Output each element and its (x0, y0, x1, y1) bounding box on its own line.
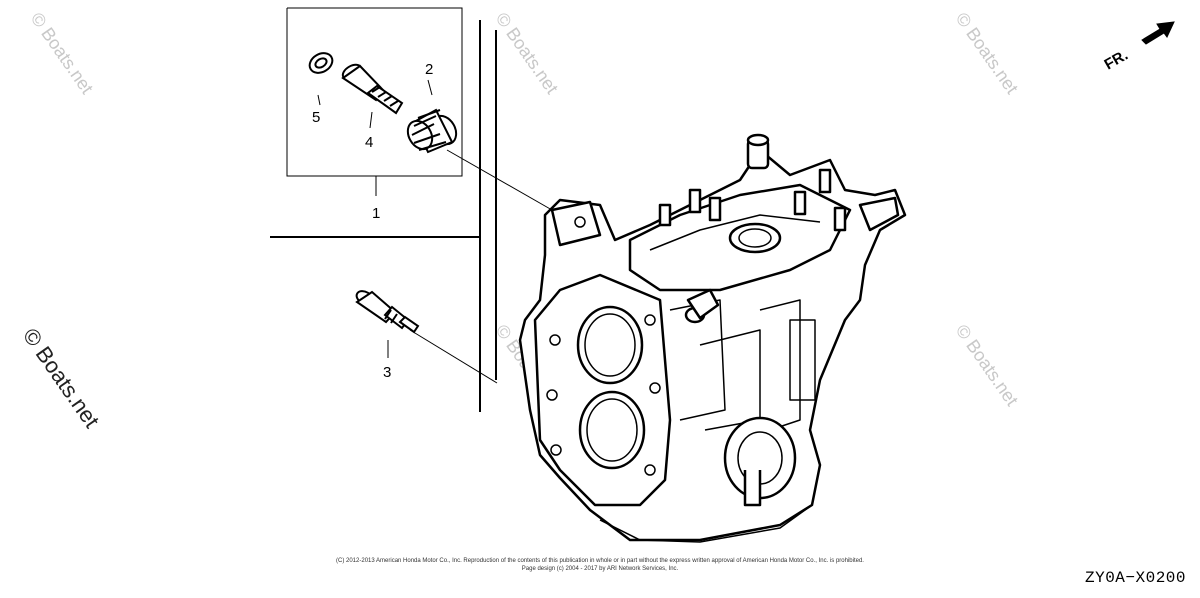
copyright-line-1: (C) 2012-2013 American Honda Motor Co., … (336, 558, 864, 564)
watermark-mid-right: © Boats.net (952, 321, 1022, 410)
leader-lines (317, 79, 553, 384)
watermark-top-right: © Boats.net (952, 9, 1022, 98)
part-2-gear (406, 108, 458, 154)
diagram-code: ZY0A−X0200 (1084, 569, 1186, 587)
watermark-top-left: © Boats.net (27, 9, 97, 98)
watermark-left-dark: © Boats.net (18, 324, 105, 433)
copyright-notice: (C) 2012-2013 American Honda Motor Co., … (300, 557, 900, 573)
callout-numbers: 1 2 3 4 5 (312, 61, 433, 381)
part-4-shaft (341, 63, 404, 115)
callout-3: 3 (383, 364, 391, 381)
callout-5: 5 (312, 109, 320, 126)
engine-block (518, 133, 907, 543)
copyright-line-2: Page design (c) 2004 - 2017 by ARI Netwo… (521, 566, 679, 572)
section-dividers (270, 20, 497, 412)
part-3-sender (355, 290, 420, 334)
part-5-seal-ring (308, 52, 334, 74)
callout-2: 2 (425, 61, 433, 78)
callout-1: 1 (372, 205, 380, 222)
arrow-icon (1141, 21, 1175, 45)
kit-box (286, 7, 463, 196)
watermark-top-center: © Boats.net (492, 9, 562, 98)
front-direction-indicator: FR. (1102, 21, 1175, 74)
front-direction-label: FR. (1102, 47, 1131, 74)
callout-4: 4 (365, 134, 373, 151)
